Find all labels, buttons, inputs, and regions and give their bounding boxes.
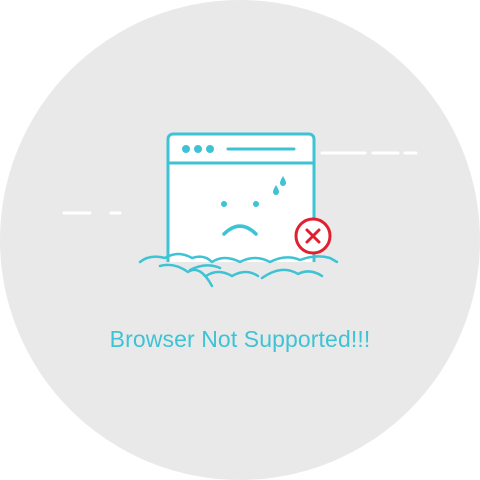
sad-face-icon bbox=[221, 201, 259, 236]
cloud-icon bbox=[138, 252, 339, 290]
error-x-icon bbox=[294, 217, 332, 255]
sweat-drops-icon bbox=[273, 176, 286, 195]
error-message: Browser Not Supported!!! bbox=[109, 326, 371, 352]
speed-lines-icon bbox=[62, 151, 418, 215]
browser-window-icon bbox=[166, 132, 316, 276]
